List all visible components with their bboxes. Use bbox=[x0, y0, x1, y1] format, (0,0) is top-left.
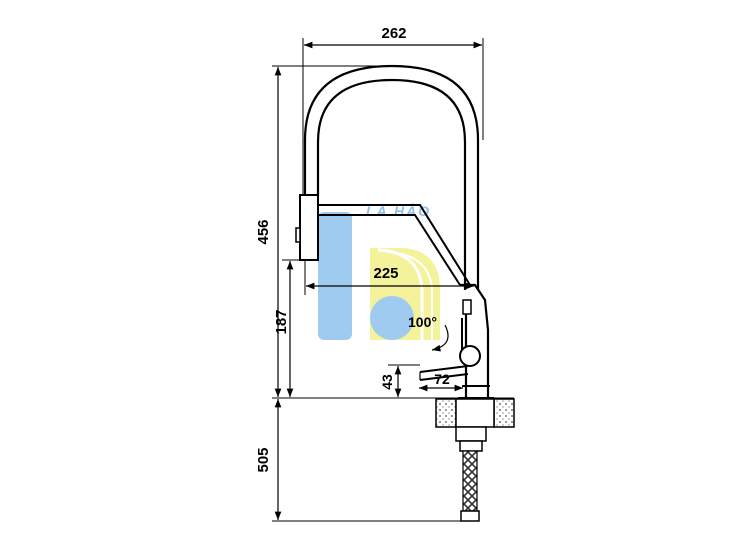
label-spout-reach: 225 bbox=[373, 265, 398, 282]
dimension-labels: 262 456 187 505 225 100° 43 72 bbox=[255, 25, 450, 473]
label-hose-length: 505 bbox=[255, 447, 272, 472]
label-handle-height: 43 bbox=[379, 374, 395, 390]
extension-lines bbox=[272, 38, 514, 522]
watermark-blue-circle bbox=[370, 296, 414, 340]
label-overall-height: 456 bbox=[255, 219, 272, 244]
braided-hose bbox=[462, 450, 478, 512]
watermark-logo: LA HẢO bbox=[318, 203, 440, 340]
spray-head bbox=[299, 194, 319, 261]
handle-knob bbox=[459, 345, 481, 367]
label-handle-angle: 100° bbox=[408, 314, 437, 330]
countertop-left bbox=[435, 398, 457, 428]
countertop-right bbox=[493, 398, 515, 428]
dimension-lines bbox=[274, 41, 482, 520]
label-spout-height: 187 bbox=[273, 309, 290, 334]
faucet-body bbox=[295, 64, 515, 522]
label-handle-reach: 72 bbox=[434, 371, 450, 387]
watermark-blue-bar bbox=[318, 212, 352, 340]
angle-arc-100 bbox=[431, 324, 449, 352]
label-overall-width: 262 bbox=[381, 25, 406, 42]
